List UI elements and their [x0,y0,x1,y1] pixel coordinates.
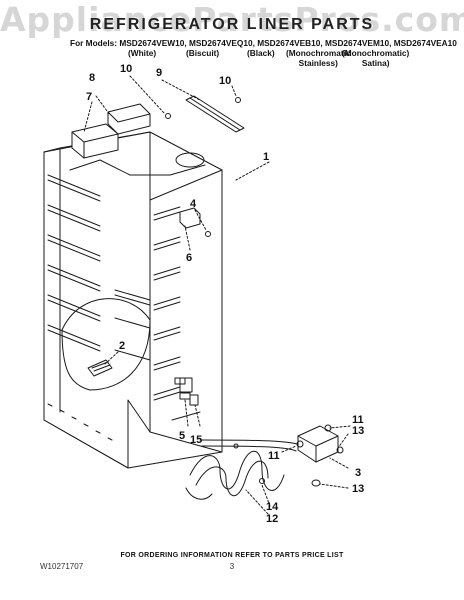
callout-1: 1 [263,151,269,163]
variant-line: (White) [128,48,157,58]
callout-11a: 11 [352,414,364,426]
variant-line: (Biscuit) [186,48,220,58]
callout-7: 7 [86,91,92,103]
part-9-strip [185,95,245,133]
models-line: For Models: MSD2674VEW10, MSD2674VEQ10, … [70,38,457,48]
part-12-coil [185,439,301,500]
part-7-8-housing [71,103,151,159]
callout-14: 14 [266,501,279,513]
callout-6: 6 [186,252,192,264]
callout-11b: 11 [268,450,280,462]
callout-9: 9 [156,67,162,79]
watermark: AppliancePartsPros.com [0,0,464,39]
part-14-screw [259,478,265,484]
callout-2: 2 [119,340,125,352]
callout-labels: 1 2 3 4 5 6 7 8 9 10 10 11 11 12 13 13 1… [86,63,364,525]
variant-line: Satina) [361,58,390,68]
leader-lines [83,75,351,515]
callout-15: 15 [190,434,202,446]
document-code: W10271707 [40,562,84,571]
callout-3: 3 [355,467,361,479]
part-3-bracket [296,424,344,487]
callout-13b: 13 [352,483,364,495]
variant-monochromatic-satina: (Monochromatic) Satina) [342,48,409,68]
liner-shell [43,131,223,469]
variant-line: Stainless) [298,58,338,68]
page-number: 3 [229,562,235,571]
variant-biscuit: (Biscuit) [186,48,219,58]
callout-12: 12 [266,513,278,525]
variant-black: (Black) [247,48,275,58]
callout-8: 8 [89,72,95,84]
variant-line: (Monochromatic) [342,48,410,58]
callout-4: 4 [190,198,197,210]
part-4-6 [179,207,211,237]
variant-white: (White) [128,48,156,58]
part-2-vent [87,359,113,377]
page-title: REFRIGERATOR LINER PARTS [89,16,375,33]
variant-line: (Black) [247,48,275,58]
variant-line: (Monochromatic [286,48,351,58]
ordering-info-footer: FOR ORDERING INFORMATION REFER TO PARTS … [120,552,344,559]
callout-5: 5 [179,430,185,442]
callout-10b: 10 [219,75,231,87]
part-5-15 [179,377,199,406]
callout-13a: 13 [352,425,364,437]
variant-monochromatic-stainless: (Monochromatic Stainless) [286,48,351,68]
callout-10a: 10 [120,63,132,75]
part-10-screws [165,97,241,119]
